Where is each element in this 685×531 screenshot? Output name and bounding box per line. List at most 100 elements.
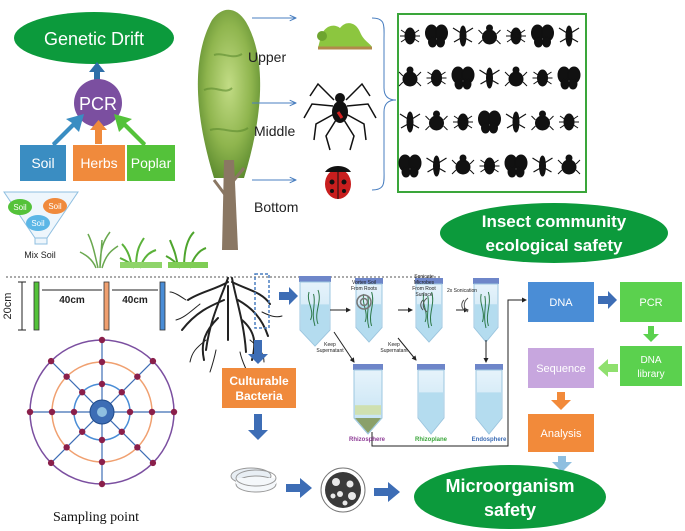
- insect-silhouette-icon: [452, 25, 474, 47]
- insect-silhouette-icon: [531, 24, 554, 48]
- dna-box: DNA: [528, 282, 594, 322]
- sampling-point-dot: [149, 357, 157, 365]
- pcr-to-library-arrow: [643, 326, 659, 342]
- insect-silhouette-icon: [479, 157, 500, 175]
- sampling-point-dot: [170, 408, 178, 416]
- mix-soil-label: Mix Soil: [24, 250, 56, 260]
- rhizosphere-label: Rhizosphere: [349, 437, 386, 443]
- soil-box: Soil: [20, 145, 66, 181]
- soil-label: Soil: [31, 155, 54, 171]
- sampling-point-dot: [79, 389, 86, 396]
- insect-silhouette-icon: [451, 66, 475, 90]
- sampling-point-diagram: [26, 336, 178, 488]
- depth-vertical-label: 20cm: [2, 293, 14, 320]
- library-to-sequence-arrow: [598, 359, 618, 377]
- sonication-tube-icon: [415, 278, 443, 343]
- sampling-point-dot: [70, 408, 78, 416]
- fraction-labels: Rhizosphere Rhizoplane Endosphere: [349, 437, 507, 443]
- analysis-label: Analysis: [541, 428, 582, 440]
- insect-silhouette-icon: [557, 66, 581, 90]
- microorganism-safety-bubble: Microorganism safety: [414, 465, 606, 529]
- sampling-point-dot: [134, 373, 141, 380]
- root-system-icon: [169, 277, 283, 375]
- sonicate-line4: Surface: [415, 292, 432, 298]
- insect-silhouette-icon: [478, 110, 501, 134]
- ladybug-icon: [325, 166, 351, 199]
- canopy-brace: [371, 17, 397, 191]
- sonicate-line3: From Root: [412, 286, 436, 292]
- vortex-line1: Vortex Soil: [352, 280, 376, 286]
- sampling-point-label: Sampling point: [53, 510, 139, 525]
- sequence-box: Sequence: [528, 348, 594, 388]
- insect-silhouette-icon: [479, 67, 500, 89]
- culturable-bacteria-line1: Culturable: [229, 374, 289, 388]
- mix-soil-orange: [43, 198, 67, 214]
- vortex-tube-icon: [299, 276, 331, 347]
- sampling-point-dot: [47, 357, 55, 365]
- insect-silhouette-icon: [558, 25, 580, 47]
- pcr-box-label: PCR: [639, 297, 662, 309]
- sampling-point-dot: [126, 408, 134, 416]
- mix-soil-blue: [26, 215, 50, 231]
- sampling-point-dot: [134, 444, 141, 451]
- insect-silhouette-icon: [426, 155, 447, 177]
- pcr-up-arrow: [89, 62, 105, 82]
- sonicate-line1: Sonicate: [414, 274, 434, 280]
- insect-silhouette-icon: [425, 110, 448, 131]
- sampling-point-dot: [26, 408, 34, 416]
- microorganism-safety-line2: safety: [484, 500, 536, 520]
- dna-library-box: DNA library: [620, 346, 682, 386]
- sampling-point-dot: [47, 459, 55, 467]
- insect-silhouette-icon: [532, 155, 553, 177]
- insect-safety-line2: ecological safety: [485, 236, 623, 255]
- canopy-bottom-label: Bottom: [254, 199, 298, 215]
- insect-silhouette-icon: [504, 66, 528, 87]
- rhizoplane-tube-icon: [417, 364, 445, 435]
- sampling-point-dot: [118, 389, 125, 396]
- insect-silhouette-icon: [426, 69, 447, 87]
- sampling-spoke: [50, 360, 94, 404]
- analysis-to-safety-arrow: [552, 456, 572, 472]
- dna-library-line1: DNA: [640, 355, 661, 366]
- pcr-box: PCR: [620, 282, 682, 322]
- insect-silhouette-icon: [504, 154, 528, 178]
- canopy-upper-label: Upper: [248, 49, 286, 65]
- insect-safety-line1: Insect community: [482, 212, 627, 231]
- insect-silhouette-icon: [505, 111, 527, 133]
- sequence-label: Sequence: [536, 363, 586, 375]
- block-arrows: [248, 287, 617, 502]
- endosphere-tube-icon: [475, 364, 503, 435]
- insect-silhouette-icon: [425, 24, 448, 48]
- mix-soil-c-label: Soil: [31, 219, 45, 228]
- microorganism-safety-line1: Microorganism: [445, 476, 574, 496]
- canopy-arrows: [252, 18, 296, 180]
- poplar-box: Poplar: [127, 145, 175, 181]
- genetic-drift-bubble: Genetic Drift: [14, 12, 174, 64]
- analysis-box: Analysis: [528, 414, 594, 452]
- sampling-point-dot: [148, 408, 156, 416]
- vortex-line2: From Roots: [351, 286, 378, 292]
- sampling-point-dot: [98, 458, 106, 466]
- poplar-label: Poplar: [131, 155, 172, 171]
- source-arrows: [52, 114, 146, 147]
- sampling-point-dot: [98, 358, 106, 366]
- culture-plate-icon: [320, 467, 366, 513]
- sonicate-line2: Microbes: [414, 280, 435, 286]
- culturable-bacteria-box: Culturable Bacteria: [222, 368, 296, 408]
- sampling-spoke: [50, 420, 94, 464]
- sampling-point-dot: [98, 436, 106, 444]
- mix-soil-green: [8, 199, 32, 215]
- herbs-label: Herbs: [80, 155, 117, 171]
- sampling-point-dot: [118, 428, 125, 435]
- sampling-point-dot: [63, 444, 70, 451]
- canopy-middle-label: Middle: [254, 123, 295, 139]
- keep1-line1: Keep: [324, 342, 336, 348]
- insect-silhouette-icon: [398, 154, 422, 178]
- insect-silhouette-icon: [531, 110, 554, 131]
- insect-silhouette-icon: [506, 27, 526, 45]
- depth-gap2-label: 40cm: [122, 295, 148, 306]
- herbs-box: Herbs: [73, 145, 125, 181]
- grass-icons: [79, 231, 208, 269]
- sonication-label: 2x Sonication: [447, 288, 477, 294]
